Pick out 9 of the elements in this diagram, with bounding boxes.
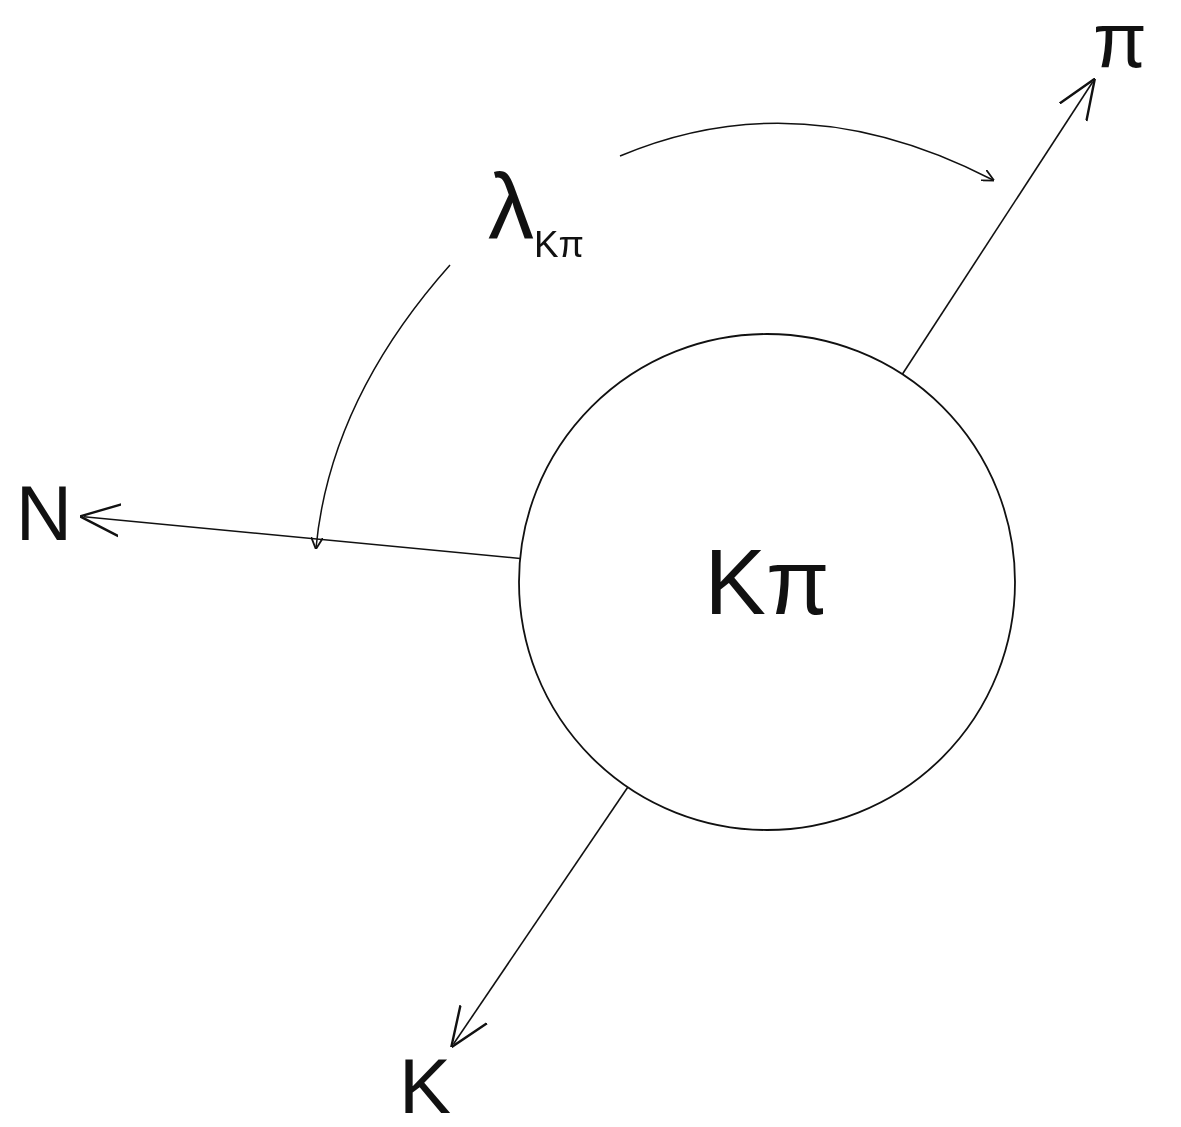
particle-circle bbox=[517, 332, 1017, 832]
arrow bbox=[450, 786, 629, 1049]
arrow bbox=[901, 77, 1097, 375]
particle-label: K bbox=[399, 1047, 451, 1125]
particle-label: π bbox=[1093, 1, 1147, 79]
angle-label: λ$_{Kπ}$ bbox=[488, 160, 584, 265]
circle-label: Kπ bbox=[704, 536, 830, 628]
particle-label: N bbox=[15, 474, 73, 552]
arrow bbox=[78, 503, 521, 560]
